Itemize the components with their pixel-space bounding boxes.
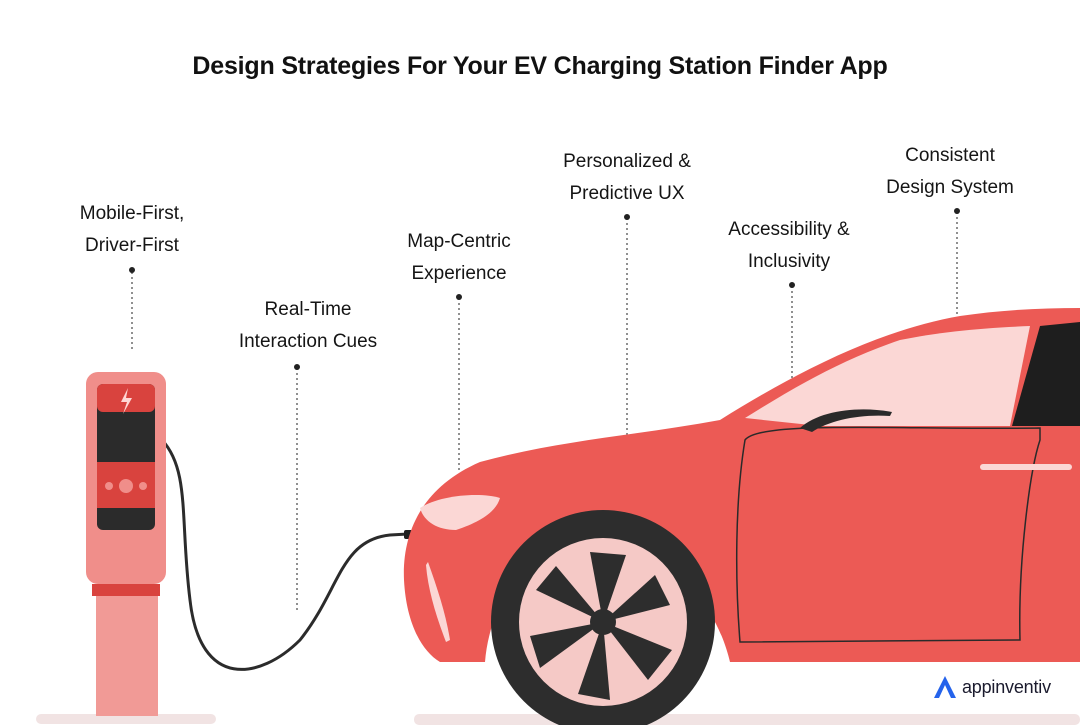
strategy-label-mobile-first: Mobile-First, Driver-First (79, 203, 185, 256)
car-headlight (420, 495, 500, 530)
leader-lines (131, 212, 958, 610)
strategy-label-consistent: Consistent Design System (886, 145, 1014, 198)
bolt-icon (121, 388, 132, 414)
strategy-label-map-centric: Map-Centric Experience (407, 231, 511, 284)
leader-dots (129, 208, 960, 370)
car-mirror (800, 409, 892, 432)
brand-name: appinventiv (962, 676, 1051, 697)
charging-cable (160, 438, 409, 671)
car-side-window-frame (1012, 322, 1080, 426)
car-windshield (745, 326, 1030, 426)
strategy-label-personalized: Personalized & Predictive UX (563, 151, 691, 204)
charging-station (86, 372, 166, 716)
strategy-label-real-time: Real-Time Interaction Cues (238, 299, 378, 352)
car-fog-light (426, 562, 450, 642)
car-hub-cap (590, 609, 616, 635)
car-door-handle (980, 464, 1072, 470)
electric-car (403, 308, 1080, 725)
brand-logo: appinventiv (932, 672, 1051, 702)
charger-ground-shadow (36, 714, 216, 724)
appinventiv-logo-icon (934, 676, 956, 698)
car-wheel-spokes (530, 552, 672, 700)
car-ground-shadow (414, 714, 1080, 725)
strategy-label-accessibility: Accessibility & Inclusivity (728, 219, 850, 272)
charger-base-band (92, 584, 160, 596)
car-door-line (735, 426, 1041, 643)
charger-post (96, 594, 158, 716)
page-title: Design Strategies For Your EV Charging S… (192, 52, 888, 80)
